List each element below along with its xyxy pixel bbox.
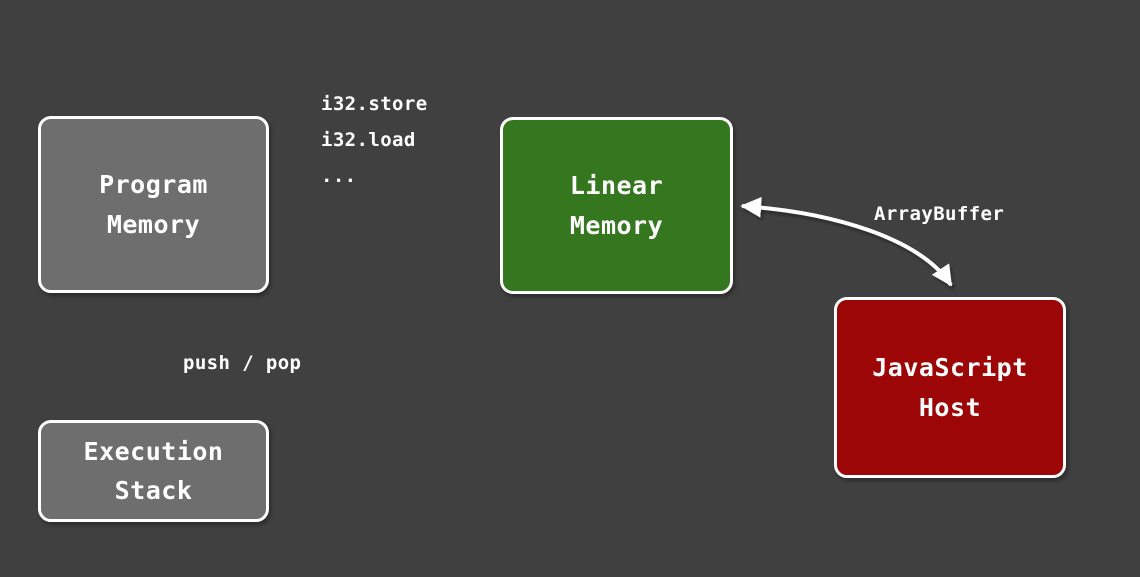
node-javascript-host[interactable]: JavaScript Host	[834, 297, 1066, 478]
edge-label-push-pop: push / pop	[183, 352, 302, 374]
edge-label-arraybuffer: ArrayBuffer	[874, 203, 1005, 225]
node-program-memory[interactable]: Program Memory	[38, 116, 269, 293]
node-javascript-host-label: JavaScript Host	[872, 353, 1028, 422]
edge-label-memory-ops: i32.store i32.load ...	[321, 93, 428, 187]
node-linear-memory-label: Linear Memory	[569, 171, 664, 240]
node-linear-memory[interactable]: Linear Memory	[500, 117, 733, 294]
node-execution-stack[interactable]: Execution Stack	[38, 420, 269, 522]
node-execution-stack-label: Execution Stack	[83, 436, 224, 506]
node-program-memory-label: Program Memory	[99, 170, 208, 239]
